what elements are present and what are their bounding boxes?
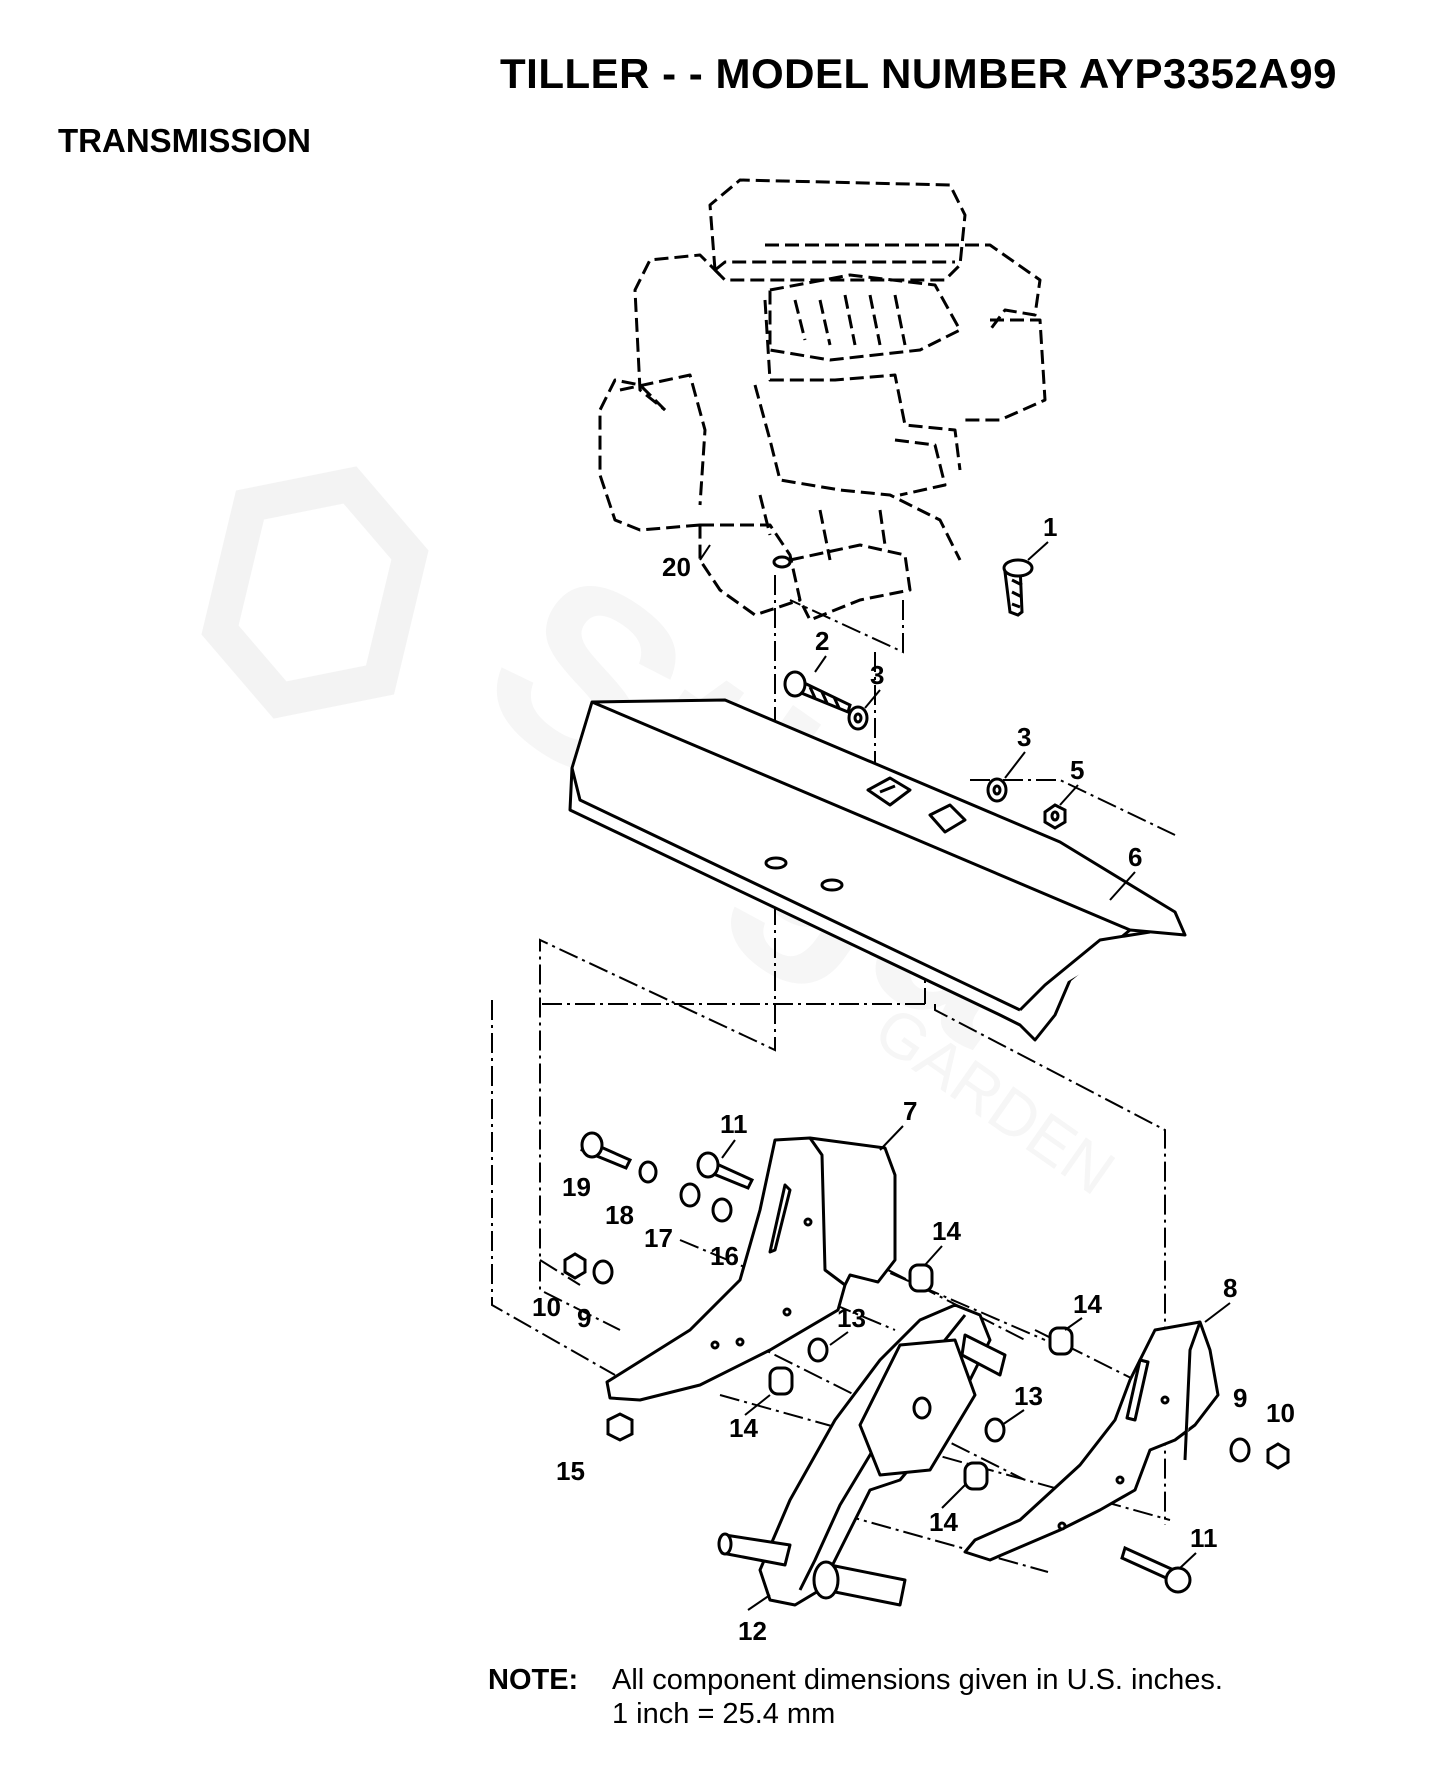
bushing-14c <box>768 1366 794 1396</box>
engine-mount-hole <box>772 555 792 569</box>
fasteners-top <box>783 558 1067 830</box>
callout-11a: 11 <box>720 1109 748 1139</box>
tine-shield <box>568 698 1187 1042</box>
transmission-housing <box>717 1303 1007 1607</box>
callout-1: 1 <box>1043 512 1057 542</box>
section-title: TRANSMISSION <box>58 122 312 159</box>
callout-16: 16 <box>710 1241 739 1271</box>
washer-16 <box>711 1197 733 1223</box>
washer-9a <box>592 1259 614 1285</box>
right-tine-bracket <box>963 1320 1220 1562</box>
callout-9b: 9 <box>1233 1383 1247 1413</box>
note: NOTE: All component dimensions given in U… <box>488 1663 1223 1731</box>
washer-17 <box>679 1182 701 1208</box>
callout-13a: 13 <box>837 1303 866 1333</box>
watermark-sub: GARDEN <box>862 992 1128 1208</box>
callout-3a: 3 <box>870 660 884 690</box>
nut-10a <box>563 1252 587 1280</box>
callout-10a: 10 <box>532 1292 561 1322</box>
nut-10b <box>1266 1442 1290 1470</box>
callout-14c: 14 <box>729 1413 758 1443</box>
washer-13b <box>984 1417 1006 1443</box>
callout-19: 19 <box>562 1172 591 1202</box>
callout-13b: 13 <box>1014 1381 1043 1411</box>
note-body: All component dimensions given in U.S. i… <box>612 1663 1223 1731</box>
left-tine-bracket <box>605 1136 897 1402</box>
note-label: NOTE: <box>488 1664 579 1696</box>
bushing-14d <box>963 1461 989 1491</box>
callout-17: 17 <box>644 1223 673 1253</box>
callout-5: 5 <box>1070 755 1084 785</box>
note-line-1: All component dimensions given in U.S. i… <box>612 1664 1223 1696</box>
callout-11b: 11 <box>1190 1523 1218 1553</box>
bushing-14b <box>1048 1326 1074 1356</box>
callout-15: 15 <box>556 1456 585 1486</box>
callout-14a: 14 <box>932 1216 961 1246</box>
callout-14d: 14 <box>929 1507 958 1537</box>
washer-13a <box>807 1337 829 1363</box>
hardware-small <box>563 1131 1290 1594</box>
engine-outline <box>598 178 1047 622</box>
callout-3b: 3 <box>1017 722 1031 752</box>
callout-6: 6 <box>1128 842 1142 872</box>
callout-2: 2 <box>815 626 829 656</box>
washer-18 <box>638 1160 658 1184</box>
note-line-2: 1 inch = 25.4 mm <box>612 1698 836 1730</box>
nut-15 <box>606 1412 634 1442</box>
leader-lines <box>699 541 1231 1611</box>
watermark-logo <box>201 466 429 719</box>
input-shaft <box>960 1333 1007 1377</box>
callout-20: 20 <box>662 552 691 582</box>
page-title: TILLER - - MODEL NUMBER AYP3352A99 <box>500 50 1337 97</box>
callout-8: 8 <box>1223 1273 1237 1303</box>
callouts: 1 2 3 3 5 6 7 8 9 9 10 10 11 11 12 13 13… <box>532 512 1295 1646</box>
callout-9a: 9 <box>577 1303 591 1333</box>
callout-14b: 14 <box>1073 1289 1102 1319</box>
callout-10b: 10 <box>1266 1398 1295 1428</box>
bushing-14a <box>908 1263 934 1293</box>
callout-18: 18 <box>605 1200 634 1230</box>
callout-12: 12 <box>738 1616 767 1646</box>
washer-9b <box>1229 1437 1251 1463</box>
callout-7: 7 <box>903 1096 917 1126</box>
